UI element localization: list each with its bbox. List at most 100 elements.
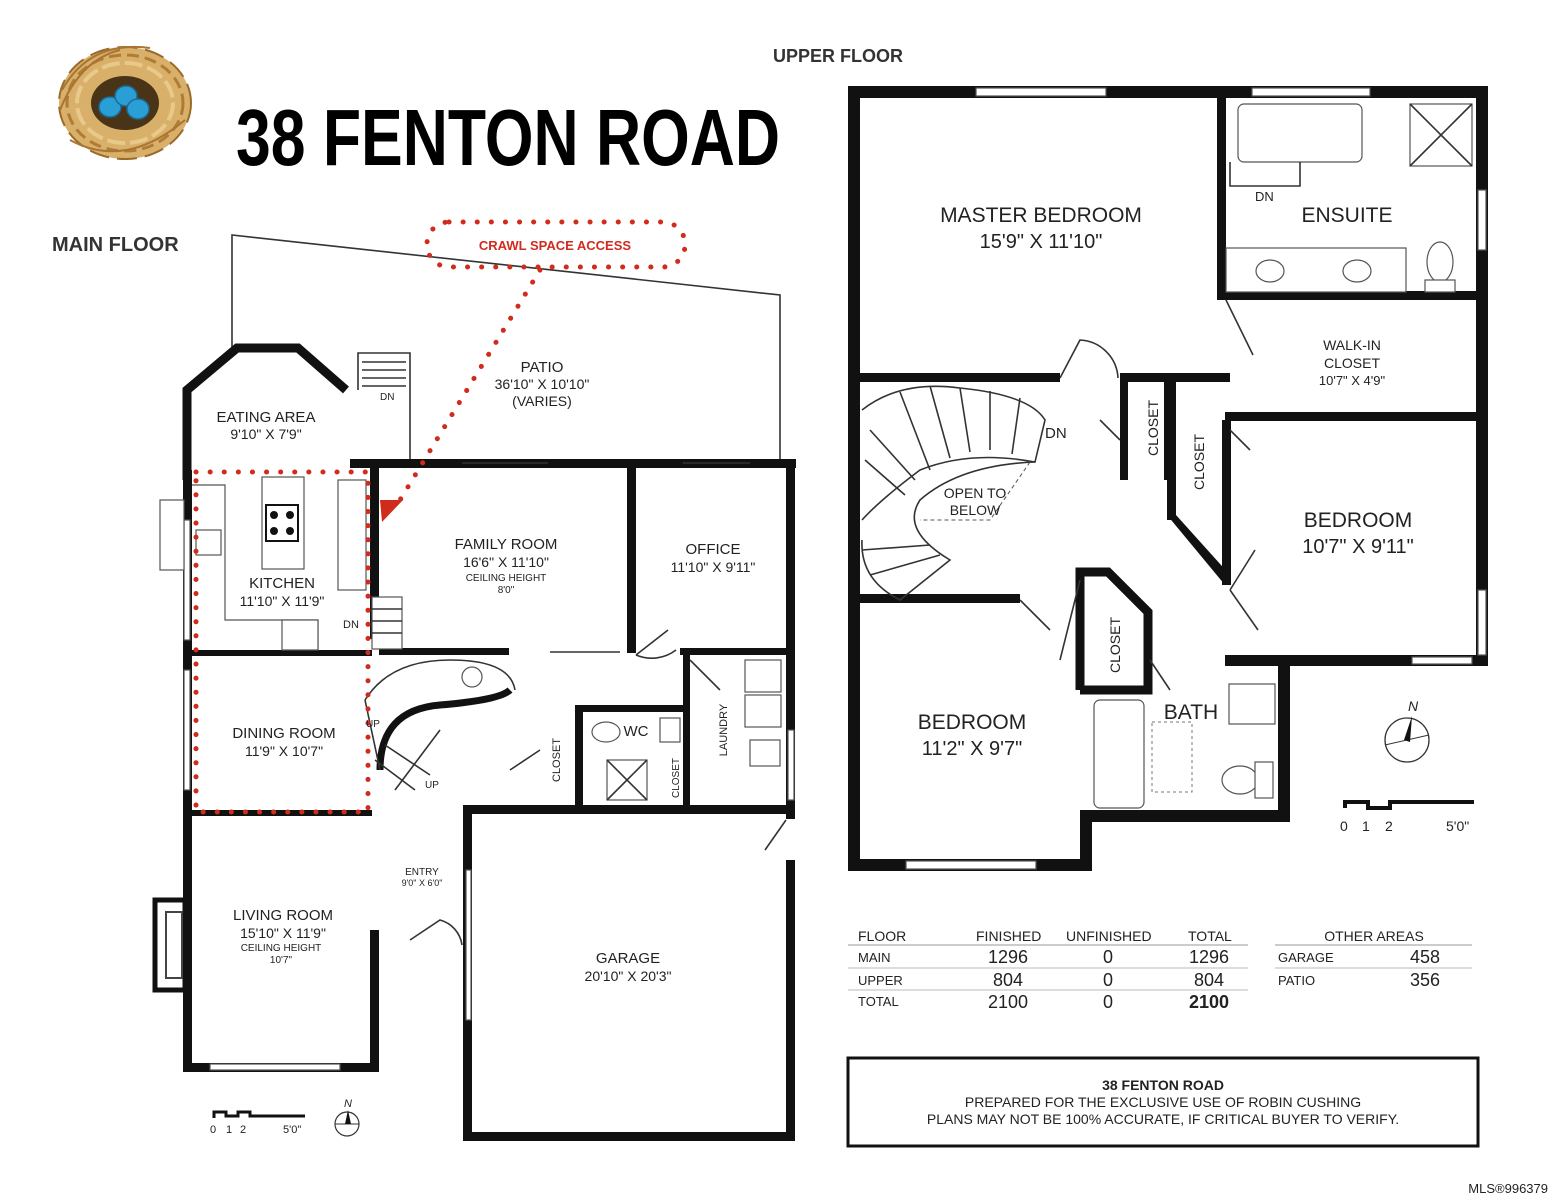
upper-wall-north — [848, 86, 1488, 98]
open-to-below-1: OPEN TO — [944, 485, 1007, 501]
area-row-total-total: 2100 — [1189, 992, 1229, 1012]
wall-closet1 — [1120, 380, 1128, 480]
main-north-arrow: N — [334, 1098, 360, 1137]
upper-wall-east — [1476, 86, 1488, 664]
garage-wall-north — [463, 805, 795, 814]
ensuite-toilet-tank — [1424, 279, 1456, 293]
main-stair-dn: DN — [343, 619, 359, 631]
living-room-name: LIVING ROOM — [233, 907, 333, 924]
svg-text:1: 1 — [1362, 818, 1370, 834]
bedroom2-south-window — [1411, 656, 1473, 665]
main-closet-name-1: CLOSET — [551, 738, 563, 782]
svg-text:N: N — [344, 1098, 352, 1110]
area-row-main-total: 1296 — [1189, 947, 1229, 967]
master-bedroom-name: MASTER BEDROOM — [940, 204, 1142, 227]
main-closet-name-2: CLOSET — [671, 758, 682, 798]
patio-note: (VARIES) — [512, 393, 572, 409]
dining-room-name: DINING ROOM — [232, 725, 335, 742]
wall-laundry-west — [683, 655, 690, 805]
upper-stair-dn: DN — [1045, 425, 1067, 442]
main-wall-living-east — [370, 930, 379, 1072]
area-row-total-label: TOTAL — [858, 994, 899, 1009]
upper-wall-bath-east — [1278, 655, 1290, 822]
wall-family-south — [379, 648, 509, 655]
office-name: OFFICE — [686, 541, 741, 558]
main-wall-north — [350, 459, 796, 468]
wall-family-office — [627, 468, 636, 653]
garage-name: GARAGE — [596, 950, 660, 967]
ensuite-vanity — [1225, 247, 1407, 293]
area-row-upper-unfinished: 0 — [1103, 970, 1113, 990]
bedroom2-window — [1477, 589, 1487, 656]
bath-toilet-tank — [1254, 761, 1274, 799]
bath-toilet — [1221, 765, 1259, 795]
svg-text:N: N — [1408, 698, 1419, 714]
wall-closet2-diag — [1167, 515, 1230, 585]
bedroom-3-name: BEDROOM — [918, 711, 1027, 734]
office-dims: 11'10" X 9'11" — [671, 559, 756, 575]
upper-wall-bedroom2-south — [1225, 655, 1488, 666]
kitchen-sink — [195, 529, 222, 556]
wall-walkin-bedroom2 — [1225, 412, 1480, 421]
area-row-main-label: MAIN — [858, 950, 891, 965]
nest-logo — [58, 46, 192, 160]
main-scale-bar: 0 1 2 5'0" — [210, 1110, 305, 1136]
washer — [744, 659, 782, 693]
living-window — [209, 1063, 341, 1071]
wall-master-stair — [860, 373, 1060, 382]
garage-wall-south — [463, 1132, 795, 1141]
family-room-ceiling-value: 8'0" — [498, 585, 515, 596]
ensuite-east-window — [1477, 189, 1487, 251]
svg-text:0: 0 — [210, 1124, 216, 1136]
upper-scale-bar: 0 1 2 5'0" — [1340, 800, 1474, 834]
exterior-stair-dn: DN — [380, 392, 394, 403]
wall-stair-bedroom3 — [860, 594, 1020, 603]
fireplace-hearth — [165, 911, 183, 979]
family-room-name: FAMILY ROOM — [455, 536, 558, 553]
area-row-main-unfinished: 0 — [1103, 947, 1113, 967]
area-row-total-unfinished: 0 — [1103, 992, 1113, 1012]
ensuite-sink-2 — [1342, 259, 1372, 283]
walk-in-closet-name-2: CLOSET — [1324, 355, 1380, 371]
living-room-ceiling-value: 10'7" — [270, 955, 293, 966]
garage-window — [465, 869, 472, 1021]
main-stair-up-1: UP — [366, 719, 380, 730]
kitchen-dims: 11'10" X 11'9" — [240, 593, 325, 609]
main-staircase — [364, 596, 516, 791]
area-row-upper-finished: 804 — [993, 970, 1023, 990]
master-window — [975, 87, 1107, 97]
wall-master-ensuite — [1217, 86, 1226, 296]
bedroom-2-dims: 10'7" X 9'11" — [1302, 536, 1414, 558]
footer-line-1: 38 FENTON ROAD — [1102, 1077, 1224, 1093]
upper-north-arrow: N — [1384, 698, 1430, 763]
ensuite-window — [1251, 87, 1371, 97]
main-floor-plan: CRAWL SPACE ACCESS PATIO 36'10" X 10'10"… — [152, 219, 796, 1141]
upper-wall-bath-west — [1080, 810, 1092, 871]
garage-wall-east — [786, 860, 795, 1141]
kitchen-name: KITCHEN — [249, 575, 315, 592]
ensuite-name: ENSUITE — [1301, 204, 1392, 227]
wc-sink — [659, 717, 681, 743]
wall-master-hall — [1120, 373, 1230, 382]
garage-dims: 20'10" X 20'3" — [585, 968, 672, 984]
wall-bedroom2-west — [1222, 420, 1231, 585]
other-areas-header: OTHER AREAS — [1324, 928, 1424, 944]
main-wall-east — [786, 459, 795, 819]
upper-wall-bath-south — [1080, 810, 1290, 822]
family-room-dims: 16'6" X 11'10" — [463, 554, 549, 570]
upper-floor-label: UPPER FLOOR — [773, 46, 903, 66]
footer-line-2: PREPARED FOR THE EXCLUSIVE USE OF ROBIN … — [965, 1094, 1361, 1110]
area-header-floor: FLOOR — [858, 928, 906, 944]
kitchen-window — [183, 519, 191, 641]
area-header-unfinished: UNFINISHED — [1066, 928, 1152, 944]
main-doors — [409, 629, 787, 946]
area-row-total-finished: 2100 — [988, 992, 1028, 1012]
closet3-walls — [1075, 567, 1153, 695]
footer-disclaimer-box: 38 FENTON ROAD PREPARED FOR THE EXCLUSIV… — [846, 1056, 1480, 1148]
upper-doors — [1019, 299, 1259, 691]
wall-closet2 — [1167, 380, 1176, 520]
svg-text:1: 1 — [226, 1124, 232, 1136]
wall-wc-north — [575, 705, 685, 712]
upper-closet-3: CLOSET — [1107, 617, 1123, 673]
